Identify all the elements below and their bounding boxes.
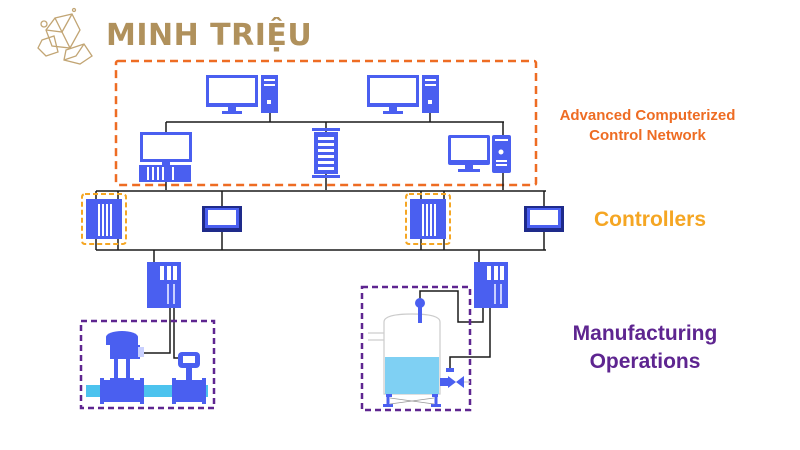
flow-meter-icon xyxy=(172,352,206,404)
workstation-icon xyxy=(367,75,439,114)
operator-pc-icon xyxy=(448,135,511,173)
controller-highlight xyxy=(81,193,127,245)
level-sensor-icon xyxy=(415,298,425,323)
drain-valve-icon xyxy=(440,368,470,388)
controllers-layer-label: Controllers xyxy=(593,208,706,231)
controller-highlight xyxy=(405,193,451,245)
plc-controller-icon xyxy=(86,199,122,239)
operations-layer-label: Manufacturing Operations xyxy=(555,320,735,376)
operations-zone-border xyxy=(360,285,472,412)
control-valve-icon xyxy=(100,331,144,404)
network-zone-border xyxy=(114,59,538,187)
server-rack-icon xyxy=(312,128,340,178)
plc-controller-icon xyxy=(410,199,446,239)
network-label-line2: Control Network xyxy=(589,127,706,144)
storage-tank-icon xyxy=(368,313,441,407)
io-module-icon xyxy=(147,262,181,308)
operations-label-line2: Operations xyxy=(589,350,701,373)
operations-label-line1: Manufacturing xyxy=(572,322,718,345)
brand-name: MINH TRIỆU xyxy=(106,18,313,53)
io-module-icon xyxy=(474,262,508,308)
network-layer-label: Advanced Computerized Control Network xyxy=(545,106,750,146)
hmi-panel-icon xyxy=(202,206,242,232)
hmi-panel-icon xyxy=(524,206,564,232)
engineering-station-icon xyxy=(139,132,192,182)
workstation-icon xyxy=(206,75,278,114)
network-label-line1: Advanced Computerized xyxy=(559,107,736,124)
crystal-gem-icon xyxy=(37,7,93,65)
